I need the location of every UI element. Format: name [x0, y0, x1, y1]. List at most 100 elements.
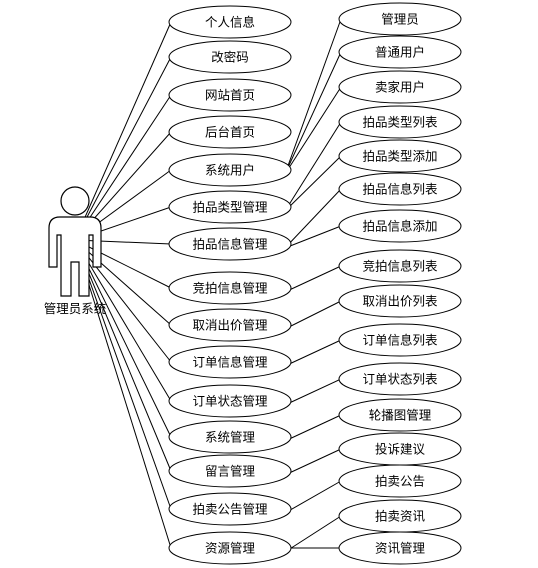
- use-case-left: 拍品类型管理: [168, 190, 292, 224]
- use-case-label: 轮播图管理: [369, 408, 432, 423]
- association-line: [284, 339, 342, 367]
- actor-body: [48, 216, 102, 297]
- use-case-right: 轮播图管理: [338, 398, 462, 432]
- use-case-label: 留言管理: [205, 464, 256, 479]
- use-case-label: 拍品类型列表: [362, 115, 438, 130]
- association-line: [74, 239, 172, 363]
- use-case-ellipse: [338, 172, 462, 206]
- use-case-ellipse: [168, 190, 292, 224]
- use-case-right: 拍品类型添加: [338, 139, 462, 173]
- association-line: [74, 239, 172, 245]
- use-case-label: 投诉建议: [375, 442, 426, 457]
- association-line: [74, 239, 172, 326]
- association-line: [74, 239, 172, 549]
- use-case-right: 竞拍信息列表: [338, 249, 462, 283]
- use-case-label: 拍品类型添加: [362, 149, 437, 164]
- association-line: [284, 51, 342, 175]
- use-case-ellipse: [168, 227, 292, 261]
- use-case-right: 拍品信息添加: [338, 209, 462, 243]
- association-line: [284, 188, 342, 249]
- actor-head: [60, 186, 90, 216]
- use-case-right: 拍品信息列表: [338, 172, 462, 206]
- use-case-label: 普通用户: [375, 45, 425, 60]
- use-case-left: 资源管理: [168, 531, 292, 565]
- association-line: [284, 480, 342, 514]
- association-line: [284, 515, 342, 553]
- use-case-ellipse: [168, 454, 292, 488]
- use-case-label: 拍卖公告: [375, 474, 425, 489]
- use-case-left: 系统用户: [168, 153, 292, 187]
- use-case-ellipse: [168, 492, 292, 526]
- association-line: [284, 265, 342, 293]
- association-line: [74, 239, 172, 438]
- use-case-ellipse: [338, 362, 462, 396]
- use-case-ellipse: [338, 209, 462, 243]
- use-case-label: 拍品信息管理: [192, 237, 268, 252]
- association-line: [284, 225, 342, 249]
- use-case-ellipse: [168, 115, 292, 149]
- association-line: [74, 239, 172, 472]
- use-case-ellipse: [168, 345, 292, 379]
- use-case-left: 竞拍信息管理: [168, 271, 292, 305]
- use-case-left: 个人信息: [168, 5, 292, 39]
- use-case-label: 拍卖公告管理: [192, 502, 268, 517]
- use-case-label: 资讯管理: [375, 541, 426, 556]
- use-case-label: 系统管理: [205, 430, 256, 445]
- use-case-left: 拍卖公告管理: [168, 492, 292, 526]
- use-case-ellipse: [168, 5, 292, 39]
- use-case-label: 卖家用户: [375, 80, 425, 95]
- use-case-left: 订单信息管理: [168, 345, 292, 379]
- use-case-right: 资讯管理: [338, 531, 462, 565]
- association-line: [284, 300, 342, 330]
- use-case-left: 留言管理: [168, 454, 292, 488]
- actor-label: 管理员系统: [44, 301, 107, 316]
- use-case-right: 普通用户: [338, 35, 462, 69]
- use-case-ellipse: [338, 70, 462, 104]
- association-line: [284, 448, 342, 476]
- use-case-ellipse: [168, 271, 292, 305]
- use-case-ellipse: [338, 2, 462, 36]
- use-case-label: 订单信息列表: [362, 333, 438, 348]
- use-case-label: 拍卖资讯: [375, 509, 426, 524]
- use-case-ellipse: [168, 531, 292, 565]
- use-case-left: 改密码: [168, 40, 292, 74]
- association-line: [284, 18, 342, 175]
- use-case-ellipse: [338, 139, 462, 173]
- use-case-left: 后台首页: [168, 115, 292, 149]
- use-case-ellipse: [338, 35, 462, 69]
- use-case-right: 拍卖公告: [338, 464, 462, 498]
- use-case-right: 订单状态列表: [338, 362, 462, 396]
- use-case-ellipse: [338, 284, 462, 318]
- use-case-left: 取消出价管理: [168, 308, 292, 342]
- association-line: [74, 239, 172, 510]
- use-case-ellipse: [338, 398, 462, 432]
- use-case-ellipse: [168, 420, 292, 454]
- use-case-label: 竞拍信息管理: [192, 281, 268, 296]
- use-case-label: 系统用户: [205, 163, 255, 178]
- use-case-ellipse: [338, 105, 462, 139]
- use-case-label: 网站首页: [205, 88, 255, 103]
- use-case-label: 个人信息: [205, 15, 255, 30]
- use-case-right: 卖家用户: [338, 70, 462, 104]
- use-case-left: 订单状态管理: [168, 384, 292, 418]
- use-case-ellipse: [338, 464, 462, 498]
- use-case-left: 网站首页: [168, 78, 292, 112]
- association-line: [284, 414, 342, 442]
- use-case-ellipse: [338, 531, 462, 565]
- use-case-ellipse: [168, 308, 292, 342]
- use-case-label: 拍品类型管理: [192, 200, 268, 215]
- use-case-label: 订单状态管理: [192, 394, 268, 409]
- use-case-label: 取消出价列表: [362, 294, 438, 309]
- use-case-right: 管理员: [338, 2, 462, 36]
- use-case-ellipse: [168, 153, 292, 187]
- association-line: [74, 239, 172, 402]
- use-case-right: 拍卖资讯: [338, 499, 462, 533]
- use-case-label: 订单信息管理: [192, 355, 268, 370]
- use-case-ellipse: [338, 323, 462, 357]
- use-case-label: 后台首页: [205, 125, 255, 140]
- use-case-ellipse: [168, 384, 292, 418]
- use-case-right: 投诉建议: [338, 432, 462, 466]
- association-line: [284, 155, 342, 212]
